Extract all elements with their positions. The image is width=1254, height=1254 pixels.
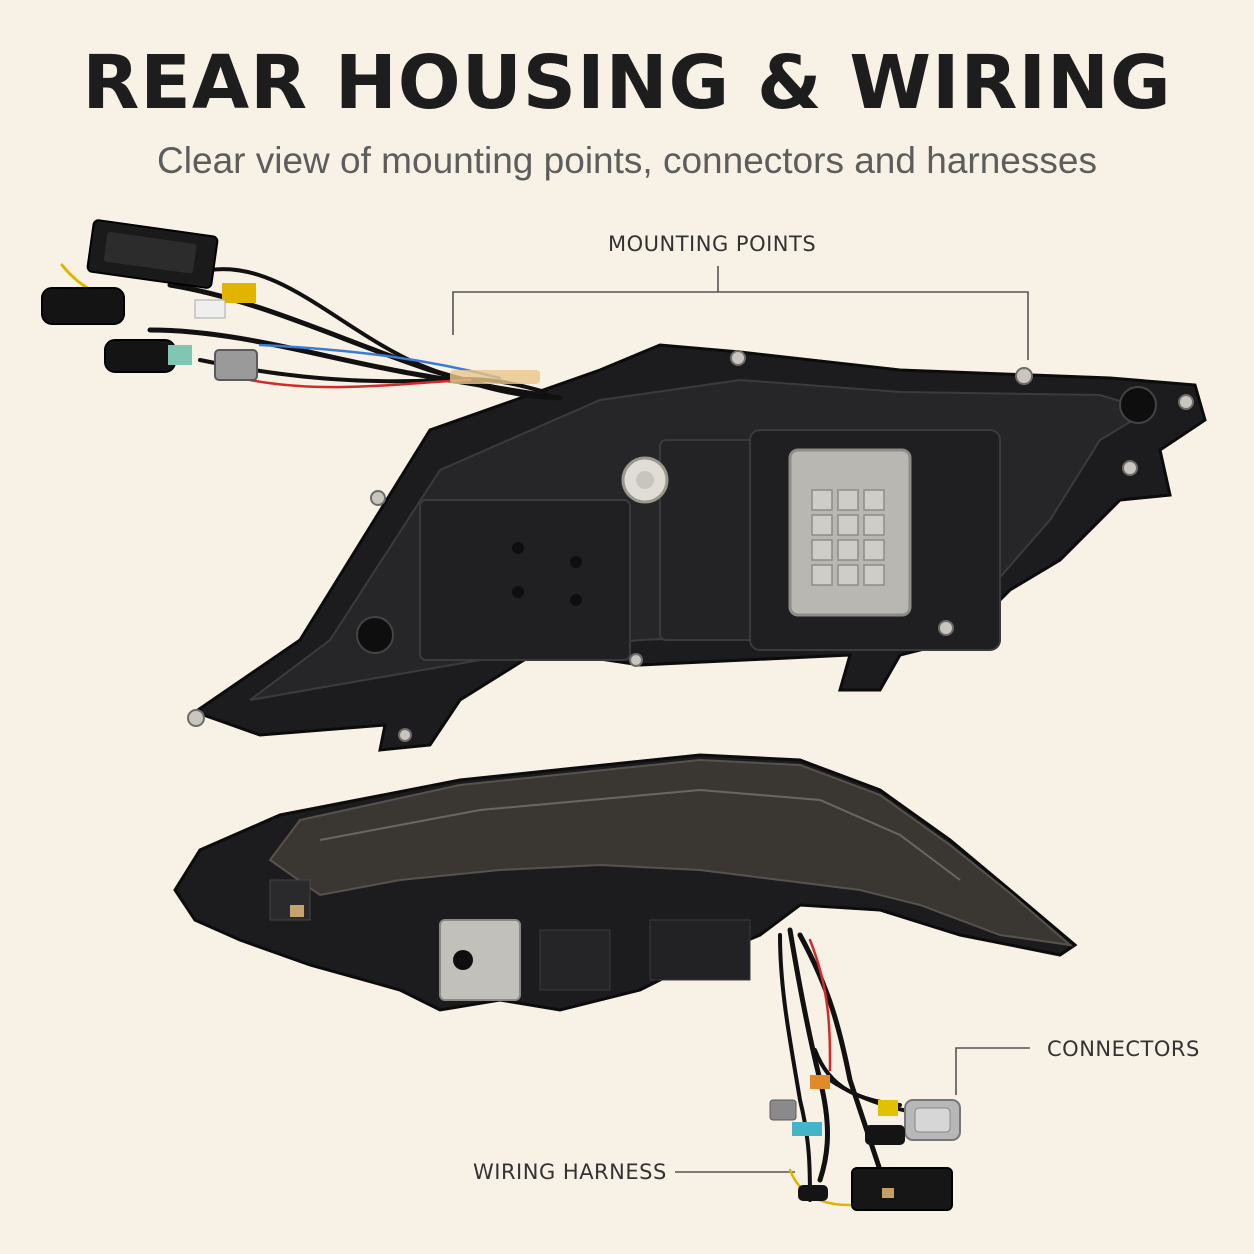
page-subtitle: Clear view of mounting points, connector… (157, 140, 1097, 181)
mounting-screws (187, 350, 1194, 742)
side-heatsink (439, 919, 521, 1001)
top-control-module (86, 219, 219, 289)
page-title: REAR HOUSING & WIRING (82, 40, 1172, 126)
callout-wiring-harness: WIRING HARNESS (473, 1160, 667, 1184)
heatsink-plate (788, 448, 912, 617)
callout-leader-lines (452, 266, 1030, 1173)
top-plug-connectors (41, 283, 540, 384)
rear-housing-top-view (187, 343, 1207, 752)
bottom-control-module (851, 1167, 953, 1211)
connectors-leader (955, 1047, 1030, 1095)
callout-mounting-points: MOUNTING POINTS (608, 232, 817, 256)
bottom-wiring-harness (778, 927, 932, 1207)
bottom-connectors (769, 1075, 961, 1211)
smoked-lens (268, 758, 1074, 947)
mounting-points-leader (452, 291, 1029, 360)
callout-connectors: CONNECTORS (1047, 1037, 1200, 1061)
headlight-side-view (173, 753, 1078, 1012)
